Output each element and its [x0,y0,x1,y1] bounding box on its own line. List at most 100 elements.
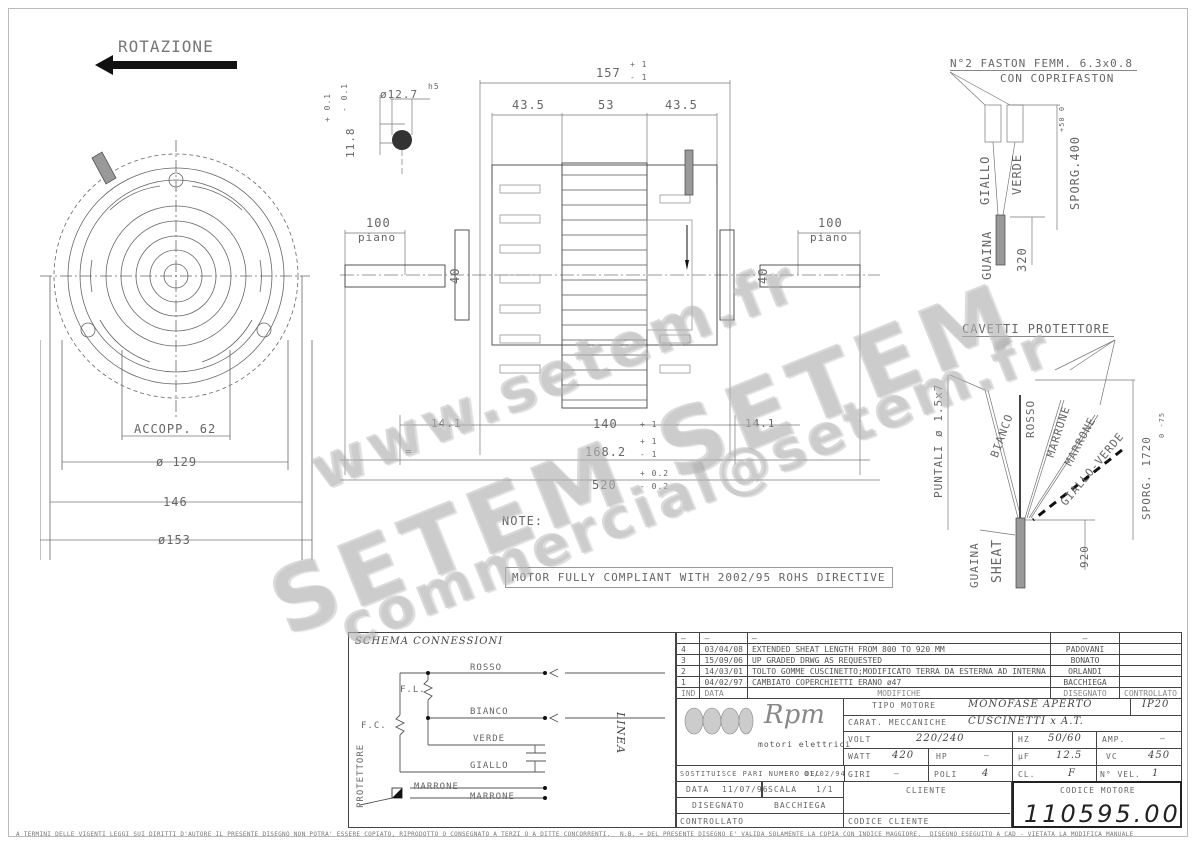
drawing-info-block: DATA 11/07/96 SCALA 1/1 DISEGNATO BACCHI… [676,781,844,828]
revision-date: 03/04/08 [699,643,748,655]
codice-cliente-label: CODICE CLIENTE [848,817,930,826]
data-label: DATA [686,785,710,794]
revision-description: TOLTO GOMME CUSCINETTO;MODIFICATO TERRA … [746,665,1052,677]
replaces-label: SOSTITUISCE PARI NUMERO DEL [680,770,821,778]
company-logo-area: Rpm motori elettrici [676,698,850,765]
shaft-flat-right-label: piano [810,231,849,244]
revision-description: UP GRADED DRWG AS REQUESTED [746,654,1052,666]
revision-cell [1119,632,1182,644]
dimension-43-right: 43.5 [665,98,698,112]
rotation-arrow-icon [95,55,237,75]
watt-label: WATT [848,752,872,761]
revision-date: 14/03/01 [699,665,748,677]
faston-length-tolerance: +50 0 [1058,105,1066,132]
watt-value: 420 [892,750,915,761]
protector-cables-title: CAVETTI PROTETTORE [962,322,1115,337]
codice-motore-value: 110595.00 [1024,800,1181,828]
motor-code-block: CODICE MOTORE 110595.00 [1012,781,1182,828]
revision-description: CAMBIATO COPERCHIETTI ERANO ø47 [746,676,1052,688]
cl-value: F [1068,768,1076,779]
dimension-140-tol: + 1 [640,420,658,429]
motor-side-view [340,80,880,481]
amp-label: AMP. [1102,735,1126,744]
dimension-146: 146 [163,495,188,509]
giri-value: – [894,769,900,778]
drawing-frame [8,8,1188,837]
dimension-157-tol-minus: - 1 [630,73,648,82]
boss-left-dimension: 40 [448,267,462,284]
row-data-scala: DATA 11/07/96 SCALA 1/1 [676,782,844,798]
logo-text: Rpm [764,700,825,730]
client-block: CLIENTE CODICE CLIENTE [844,781,1012,828]
dimension-520-tol-plus: + 0.2 [640,469,670,478]
dimension-520: 520 [592,478,617,492]
logo-subtitle: motori elettrici [758,740,852,749]
motor-spec-grid: TIPO MOTORE MONOFASE APERTO IP20 CARAT. … [844,698,1182,782]
protector-wire-rosso: ROSSO [1024,399,1037,438]
dimension-157-tol-plus: + 1 [630,60,648,69]
schema-wire-giallo: GIALLO [470,761,509,771]
rohs-compliance-note: MOTOR FULLY COMPLIANT WITH 2002/95 ROHS … [505,567,893,588]
footer-index-note: N.B. = DEL PRESENTE DISEGNO E' VALIDA SO… [620,831,922,838]
protector-terminals: PUNTALI ø 1.5x7 [932,383,945,498]
revision-drawn-by: PADOVANI [1050,643,1121,655]
revision-index: 4 [675,643,701,655]
dimension-168-tol-minus: - 1 [640,450,658,459]
cliente-label: CLIENTE [906,786,947,795]
dimension-140: 140 [593,417,618,431]
footer-copyright-note: A TERMINI DELLE VIGENTI LEGGI SUI DIRITT… [16,831,611,838]
revision-drawn-by: ORLANDI [1050,665,1121,677]
faston-title-line1: N°2 FASTON FEMM. 6.3x0.8 [950,57,1137,71]
column-header-modifiche: MODIFICHE [746,687,1052,699]
revision-cell: – [746,632,1052,644]
coupling-dimension: ACCOPP. 62 [134,422,217,436]
row-controllato: CONTROLLATO [676,813,844,829]
revision-cell: – [1050,632,1121,644]
scala-value: 1/1 [816,785,834,794]
column-header-controllato: CONTROLLATO [1119,687,1182,699]
revision-row: 3 15/09/06 UP GRADED DRWG AS REQUESTED B… [675,654,1182,666]
controllato-label: CONTROLLATO [680,817,744,826]
dimension-520-tol-minus: - 0.2 [640,482,670,491]
revision-index: 3 [675,654,701,666]
motor-front-view [40,140,313,560]
protector-length: SPORG. 1720 [1140,436,1153,520]
protector-sheath-length: 920 [1078,545,1091,568]
revision-checked-by [1119,643,1182,655]
schema-wire-rosso: ROSSO [470,663,503,673]
faston-sheath-length: 320 [1015,247,1029,272]
replaces-date: 01/02/94 [804,770,846,778]
uf-value: 12.5 [1056,750,1083,761]
revision-cell: – [699,632,748,644]
uf-label: µF [1018,752,1030,761]
rpm-logo-icon [684,707,754,735]
amp-value: – [1160,734,1166,743]
hz-label: HZ [1018,735,1030,744]
vel-label: N° VEL. [1100,770,1141,779]
note-label: NOTE: [502,514,544,528]
column-header-ind: IND [675,687,701,699]
disegnato-label: DISEGNATO [692,801,745,810]
faston-title-line2: CON COPRIFASTON [1000,72,1115,85]
poli-value: 4 [982,768,990,779]
scala-label: SCALA [768,785,798,794]
row-watt: WATT 420 HP – µF 12.5 VC 450 [844,748,1182,782]
boss-right-dimension: 40 [756,267,770,284]
connection-schema-diagram [359,668,665,806]
hp-label: HP [936,752,948,761]
shaft-tolerance-plus: + 0.1 [323,92,332,122]
equal-sign: = [405,445,413,458]
revision-row: 4 03/04/08 EXTENDED SHEAT LENGTH FROM 80… [675,643,1182,655]
hz-value: 50/60 [1048,733,1082,744]
protector-length-tolerance: 0 -75 [1158,411,1166,438]
column-header-date: DATA [699,687,748,699]
schema-protettore-label: PROTETTORE [356,743,366,808]
schema-fl-label: F.L. [400,685,426,695]
connection-schema-title: SCHEMA CONNESSIONI [355,636,504,647]
faston-length: SPORG.400 [1068,135,1082,210]
schema-wire-marrone-1: MARRONE [414,782,459,792]
schema-wire-marrone-2: MARRONE [470,792,515,802]
dimension-157: 157 [596,66,621,80]
schema-linea-label: LINEA [614,712,627,755]
